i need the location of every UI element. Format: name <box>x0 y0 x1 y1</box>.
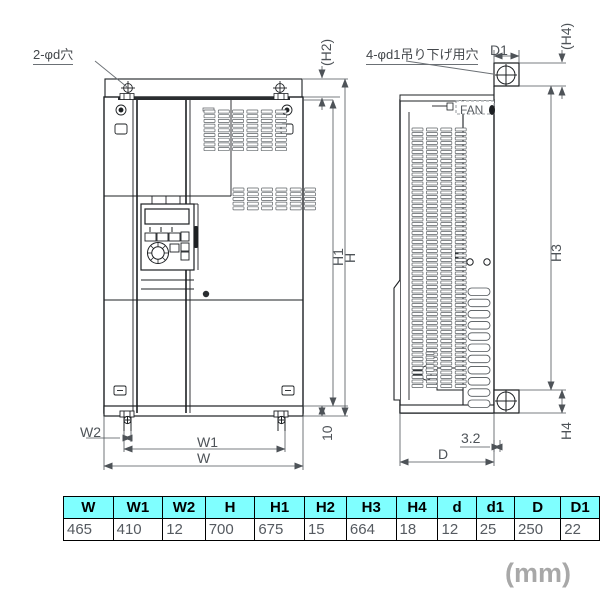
table-header-h4: H4 <box>395 496 439 519</box>
table-value-d: 250 <box>514 518 562 541</box>
table-value-h: 700 <box>204 518 256 541</box>
dim-w: W <box>197 450 211 466</box>
dim-h4-top: (H4) <box>558 22 574 50</box>
table-value-w1: 410 <box>112 518 164 541</box>
table-header-h: H <box>204 496 256 519</box>
dim-bottom-offset: 10 <box>319 425 335 441</box>
keypad-panel <box>140 203 198 271</box>
callout-leaders <box>94 60 494 88</box>
table-value-w2: 12 <box>162 518 206 541</box>
callout-left-hole: 2-φd穴 <box>33 44 74 65</box>
table-value-h1: 675 <box>254 518 305 541</box>
table-header-h2: H2 <box>303 496 347 519</box>
table-header-d1: d1 <box>475 496 516 519</box>
front-view <box>103 78 304 431</box>
table-header-w1: W1 <box>112 496 164 519</box>
dim-w1: W1 <box>197 434 218 450</box>
dim-h3: H3 <box>548 244 564 262</box>
table-header-d1: D1 <box>560 496 600 519</box>
table-header-h1: H1 <box>254 496 305 519</box>
dimension-lines <box>86 50 566 470</box>
table-header-h3: H3 <box>345 496 397 519</box>
table-value-h4: 18 <box>395 518 439 541</box>
table-header-w: W <box>63 496 114 519</box>
dim-base-thickness: 3.2 <box>461 430 481 446</box>
table-value-w: 465 <box>63 518 114 541</box>
table-header-w2: W2 <box>162 496 206 519</box>
table-value-d: 12 <box>437 518 477 541</box>
dim-h: H <box>342 252 358 263</box>
unit-label: (mm) <box>505 558 571 588</box>
dim-w2: W2 <box>80 424 101 440</box>
table-header-d: D <box>514 496 562 519</box>
table-value-d1: 22 <box>560 518 600 541</box>
fan-label: FAN <box>460 103 484 117</box>
dim-h4-bottom: H4 <box>558 422 574 440</box>
dim-d: D <box>438 446 449 462</box>
table-value-h3: 664 <box>345 518 397 541</box>
dim-d1: D1 <box>490 42 508 58</box>
dim-h2: (H2) <box>318 38 334 66</box>
table-value-d1: 25 <box>475 518 516 541</box>
table-value-h2: 15 <box>303 518 347 541</box>
table-header-d: d <box>437 496 477 519</box>
callout-right-hole: 4-φd1吊り下げ用穴 <box>366 44 479 65</box>
